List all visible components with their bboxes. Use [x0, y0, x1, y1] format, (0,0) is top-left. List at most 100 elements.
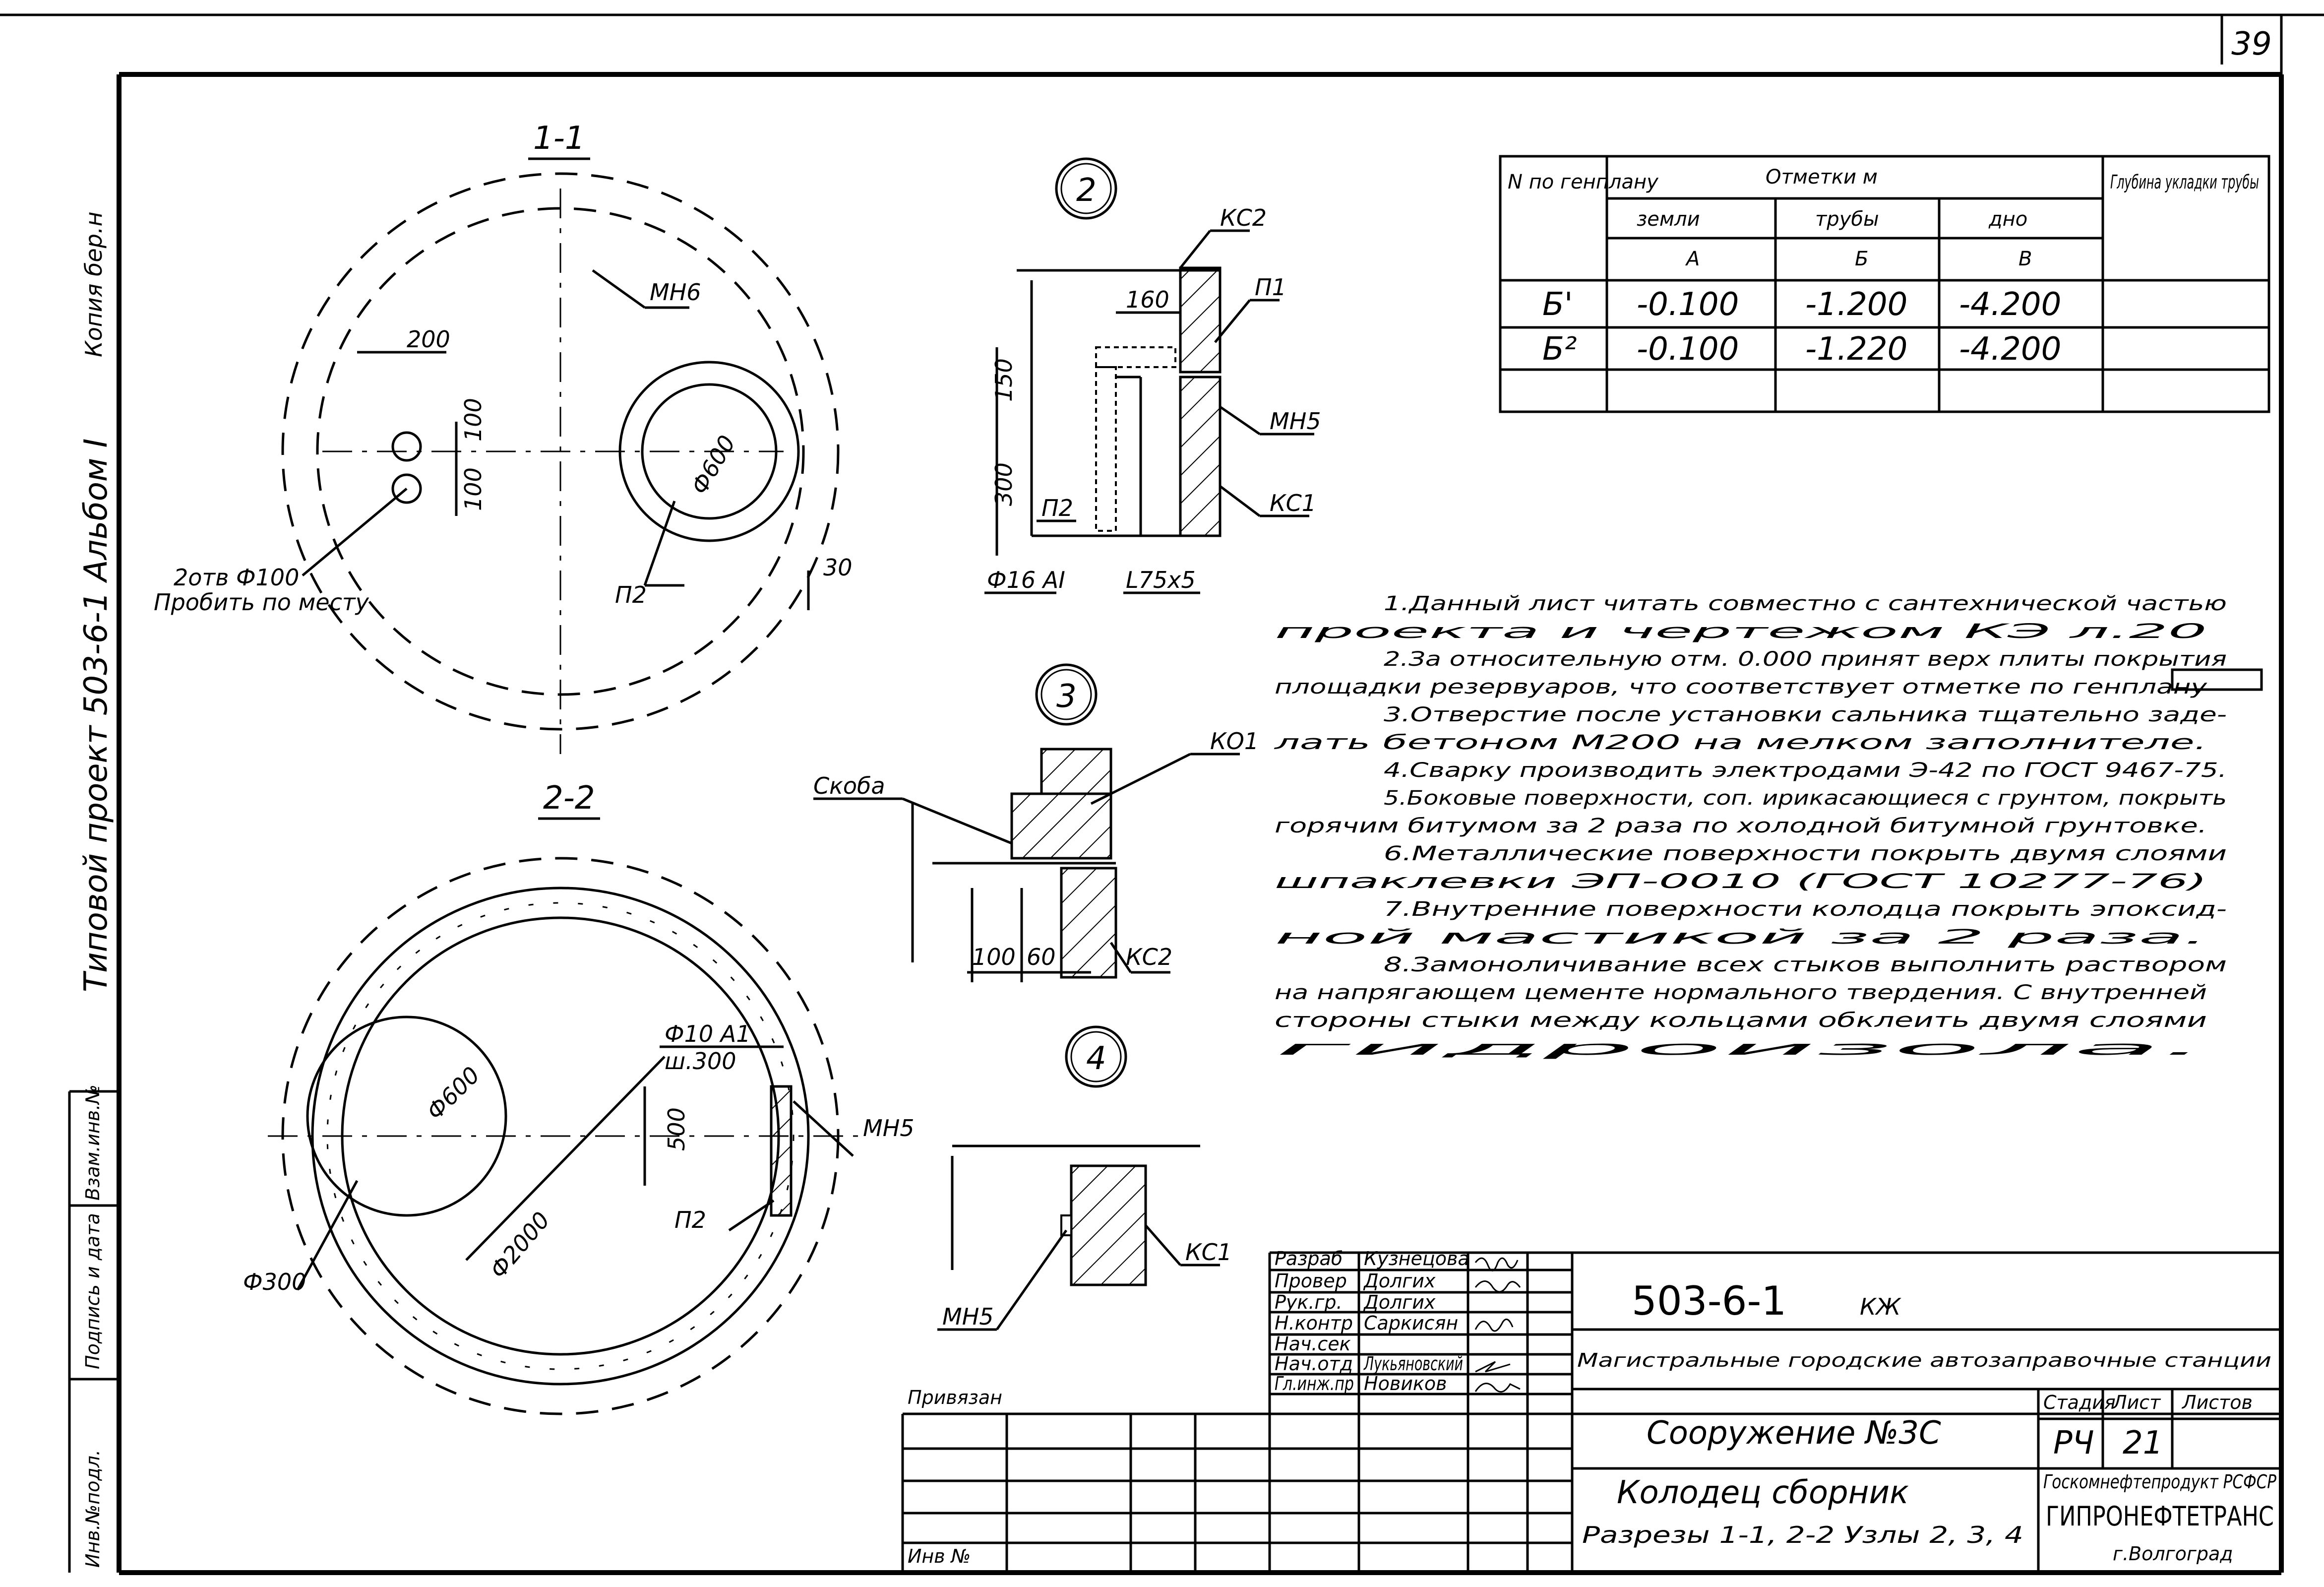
inv-cell-3: Взам.инв.№ — [82, 1084, 104, 1201]
tb-role-6: Гл.инж.пр — [1275, 1373, 1354, 1395]
elevation-table: N по генплану Отметки м земли трубы дно … — [1499, 155, 2270, 413]
note-line: гидроизола. — [1275, 1037, 2207, 1060]
node-2: 2 КС2 П1 160 150 300 П2 МН5 КС1 Ф16 АI L… — [984, 157, 1321, 594]
label-160: 160 — [1126, 286, 1169, 313]
tb-stage: РЧ — [2053, 1425, 2094, 1461]
page-number: 39 — [2231, 26, 2271, 63]
tb-name-1: Долгих — [1363, 1270, 1436, 1292]
label-spacing: ш.300 — [665, 1048, 736, 1075]
tb-name-6: Новиков — [1364, 1373, 1447, 1395]
note-line: 8.Замоноличивание всех стыков выполнить … — [1384, 953, 2227, 976]
section-1-1-title: 1-1 — [533, 120, 585, 157]
node-3: 3 Скоба КО1 100 60 КС2 — [813, 663, 1259, 982]
tb-stage-head: Стадия — [2043, 1392, 2116, 1413]
tb-inv-no: Инв № — [908, 1545, 971, 1567]
general-notes: 1.Данный лист читать совместно с сантехн… — [1274, 592, 2227, 1060]
tb-drawing-title-2: Разрезы 1-1, 2-2 Узлы 2, 3, 4 — [1582, 1522, 2023, 1548]
label-hole-600: Ф600 — [422, 1062, 485, 1125]
note-line: 3.Отверстие после установки сальника тща… — [1384, 703, 2227, 726]
tb-name-2: Долгих — [1363, 1291, 1436, 1313]
signature-3 — [1474, 1318, 1514, 1332]
tb-name-3: Саркисян — [1364, 1312, 1458, 1334]
signature-1 — [1474, 1257, 1519, 1271]
note-line: шпаклевки ЭП-0010 (ГОСТ 10277-76) — [1275, 870, 2207, 893]
label-30: 30 — [823, 554, 853, 581]
label-mn6: МН6 — [650, 279, 701, 306]
node-2-number: 2 — [1076, 172, 1097, 209]
table-row2-pipe: -1.220 — [1805, 331, 1907, 368]
table-sub-pipe: трубы — [1815, 208, 1879, 231]
tb-role-2: Рук.гр. — [1275, 1291, 1343, 1313]
table-letter-a: А — [1685, 248, 1700, 270]
label-p1: П1 — [1255, 274, 1286, 301]
label-150: 150 — [990, 358, 1017, 402]
label-mn5-n4: МН5 — [942, 1303, 994, 1330]
table-depth-head: Глубина укладки трубы — [2110, 171, 2259, 193]
tb-sheets-head: Листов — [2181, 1392, 2253, 1413]
table-row1-bottom: -4.200 — [1959, 286, 2061, 323]
label-bracket: Скоба — [813, 772, 885, 799]
section-2-2-title: 2-2 — [543, 780, 595, 817]
label-p2-n2: П2 — [1041, 495, 1073, 521]
section-1-1: 1-1 200 100 100 30 Ф600 МН6 П2 2отв Ф100… — [154, 120, 853, 754]
table-letter-b: Б — [1855, 248, 1868, 270]
label-punch: Пробить по месту — [154, 589, 369, 616]
tb-tied: Привязан — [908, 1387, 1002, 1408]
table-letter-c: В — [2018, 248, 2032, 270]
table-row1-ground: -0.100 — [1637, 286, 1739, 323]
table-sub-bottom: дно — [1988, 208, 2027, 231]
label-100-a: 100 — [460, 398, 487, 442]
sheet-frame: 39 — [0, 13, 2324, 1575]
label-mn5: МН5 — [863, 1115, 915, 1142]
node-3-number: 3 — [1056, 678, 1077, 715]
table-row2-n: Б² — [1542, 331, 1577, 368]
tb-name-0: Кузнецова — [1364, 1248, 1469, 1270]
project-vertical: Типовой проект 503-6-1 Альбом I — [78, 439, 115, 992]
table-marks-head: Отметки м — [1766, 166, 1878, 189]
note-line: проекта и чертежом КЭ л.20 — [1275, 620, 2207, 643]
label-200: 200 — [407, 326, 450, 353]
signature-4 — [1475, 1361, 1511, 1373]
tb-org-3: г.Волгоград — [2113, 1543, 2233, 1565]
label-500: 500 — [663, 1107, 690, 1151]
tb-drawing-title-1: Колодец сборник — [1617, 1474, 1909, 1511]
label-d600: Ф600 — [686, 431, 740, 499]
label-100-b: 100 — [460, 467, 487, 511]
node-4: 4 МН5 КС1 — [937, 1025, 1232, 1331]
title-block: Разраб Провер Рук.гр. Н.контр Нач.сек На… — [901, 1248, 2281, 1573]
note-line: 1.Данный лист читать совместно с сантехн… — [1384, 592, 2227, 615]
signature-5 — [1474, 1383, 1521, 1393]
label-holes: 2отв Ф100 — [174, 564, 299, 591]
note-line: ной мастикой за 2 раза. — [1275, 926, 2207, 949]
note-line: 6.Металлические поверхности покрыть двум… — [1384, 842, 2227, 865]
copy-note: Копия бер.н — [80, 211, 107, 357]
label-ks2-n3: КС2 — [1126, 944, 1172, 970]
note-line: 7.Внутренние поверхности колодца покрыть… — [1384, 898, 2227, 921]
note-line: горячим битумом за 2 раза по холодной би… — [1275, 815, 2207, 837]
label-ko1: КО1 — [1210, 728, 1259, 755]
table-row1-pipe: -1.200 — [1805, 286, 1907, 323]
label-ks2: КС2 — [1220, 204, 1267, 231]
tb-role-0: Разраб — [1275, 1248, 1343, 1270]
tb-role-1: Провер — [1275, 1270, 1347, 1292]
signature-2 — [1474, 1280, 1521, 1293]
note-line: 4.Сварку производить электродами Э-42 по… — [1384, 759, 2227, 782]
left-margin: Копия бер.н Типовой проект 503-6-1 Альбо… — [68, 211, 119, 1573]
tb-org-1: Госкомнефтепродукт РСФСР — [2043, 1471, 2276, 1493]
tb-org-2: ГИПРОНЕФТЕТРАНС — [2046, 1501, 2274, 1532]
label-p2-22: П2 — [674, 1206, 706, 1233]
label-300: 300 — [990, 462, 1017, 506]
tb-sheet-no: 21 — [2123, 1425, 2163, 1461]
note-line: лать бетоном М200 на мелком заполнителе. — [1274, 731, 2207, 754]
label-p2: П2 — [615, 581, 647, 608]
label-d300: Ф300 — [243, 1269, 306, 1295]
inv-cell-2: Подпись и дата — [82, 1213, 104, 1369]
label-ks1: КС1 — [1270, 490, 1316, 516]
label-angle: L75x5 — [1126, 567, 1196, 593]
table-row2-bottom: -4.200 — [1959, 331, 2061, 368]
label-60-n3: 60 — [1027, 944, 1056, 970]
note-line: 2.За относительную отм. 0.000 принят вер… — [1384, 648, 2227, 671]
label-rebar: Ф10 А1 — [665, 1020, 751, 1047]
tb-role-4: Нач.сек — [1275, 1333, 1351, 1355]
